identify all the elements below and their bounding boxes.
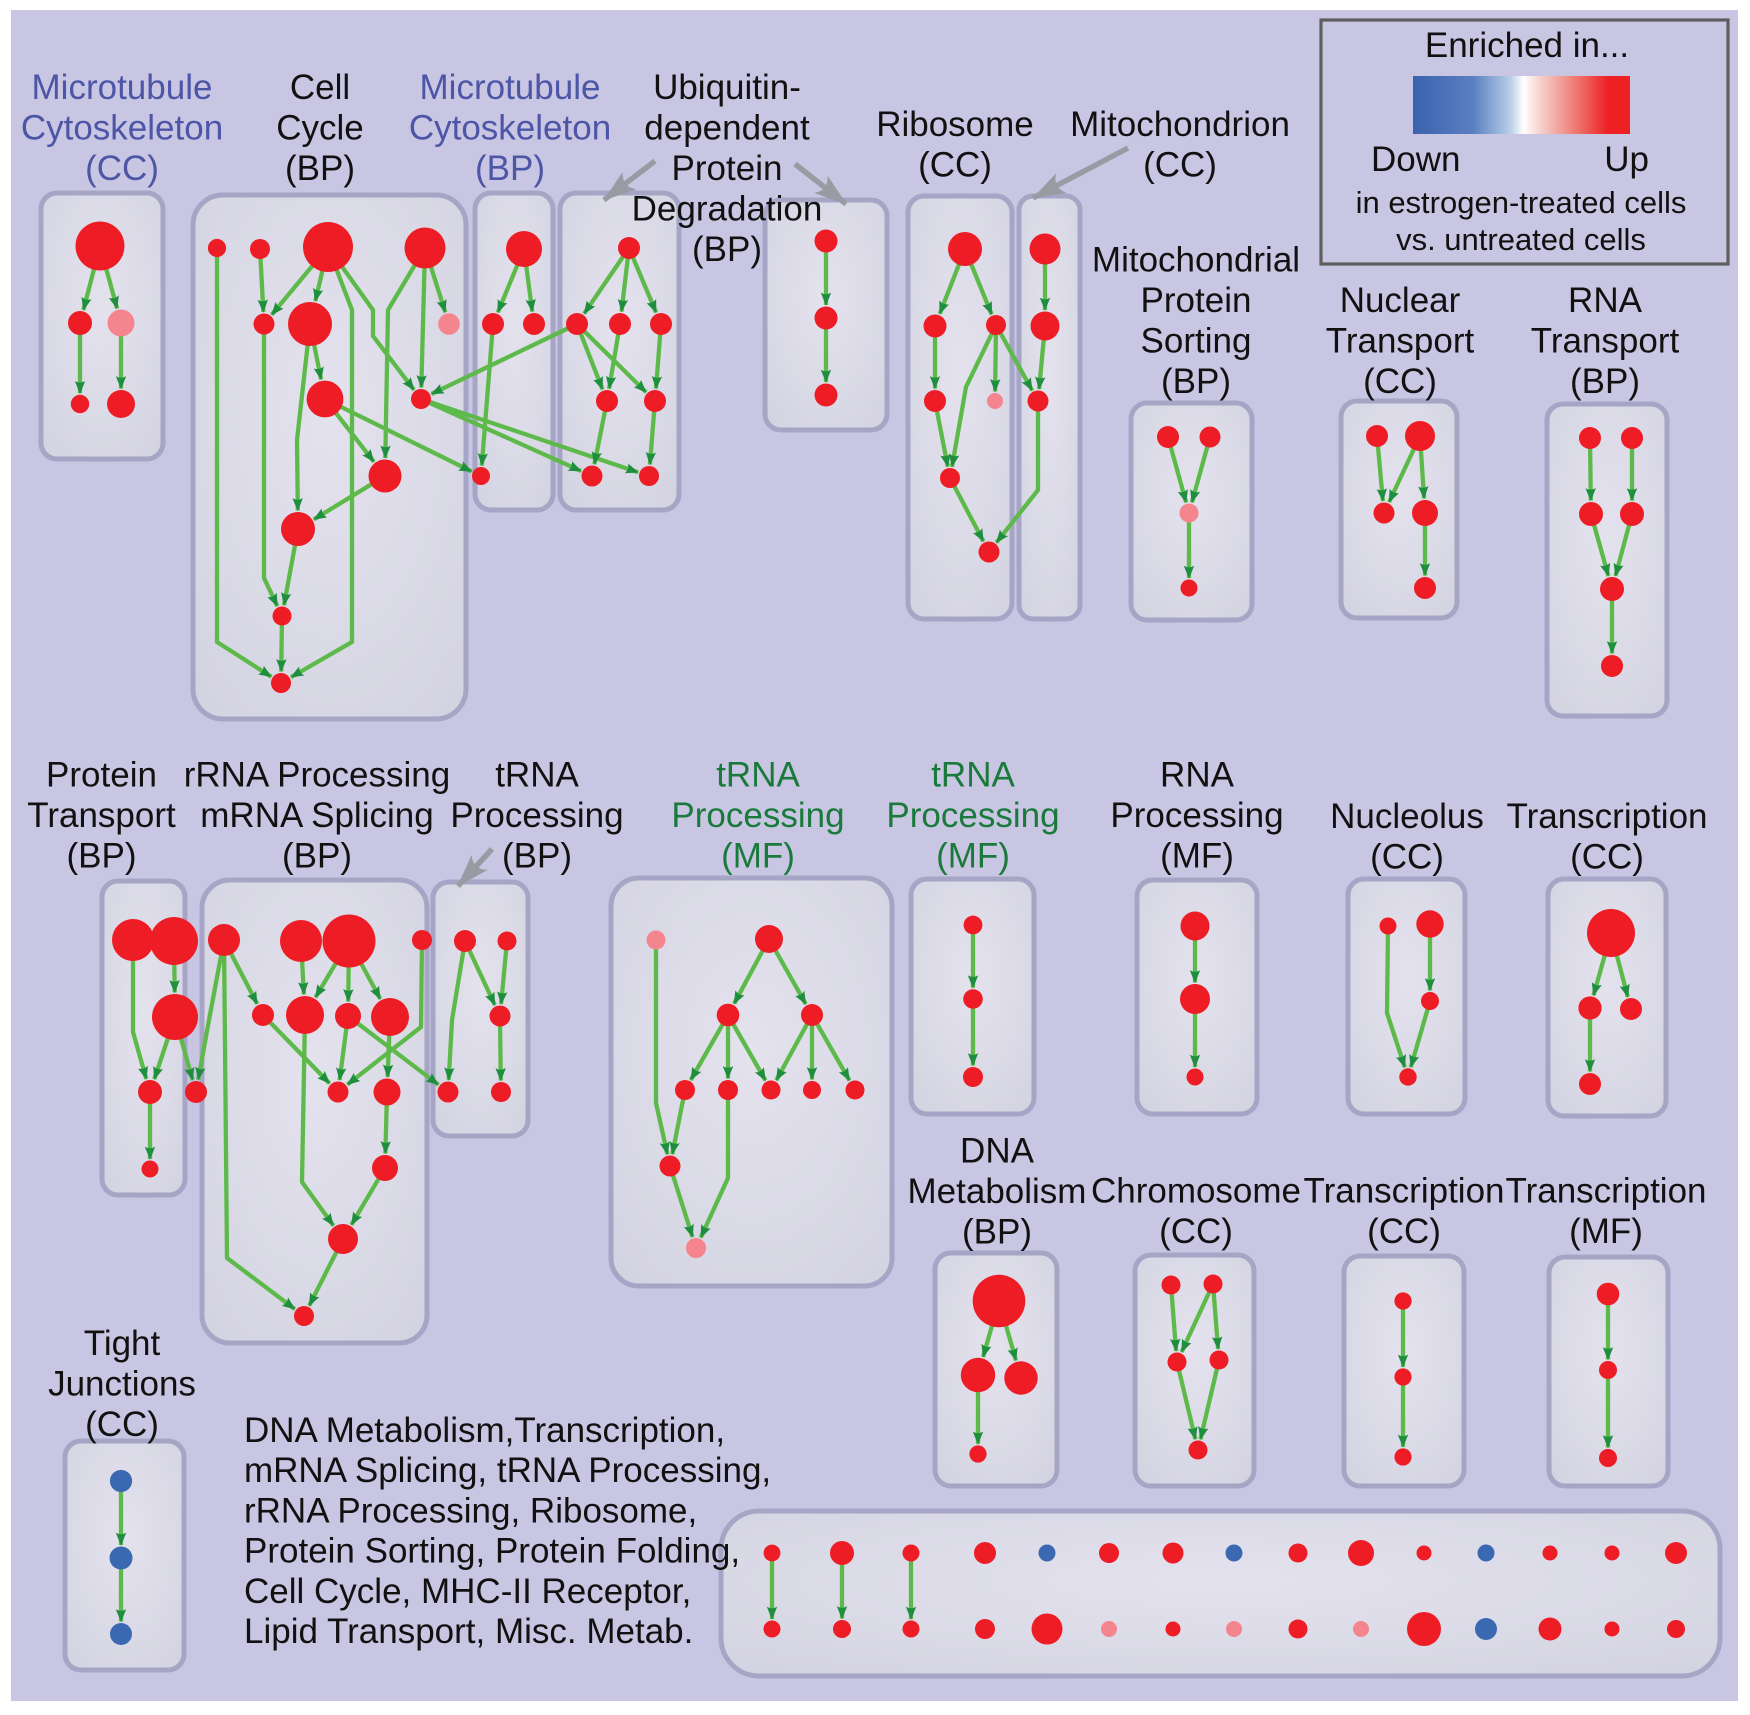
svg-text:Cytoskeleton: Cytoskeleton xyxy=(409,109,611,148)
svg-text:vs. untreated cells: vs. untreated cells xyxy=(1396,222,1646,257)
svg-text:(CC): (CC) xyxy=(1570,838,1644,877)
svg-text:(BP): (BP) xyxy=(692,230,762,269)
svg-text:Transport: Transport xyxy=(27,796,176,835)
svg-text:(MF): (MF) xyxy=(936,837,1010,876)
svg-text:Protein Sorting, Protein Foldi: Protein Sorting, Protein Folding, xyxy=(244,1532,740,1571)
svg-text:Junctions: Junctions xyxy=(48,1365,196,1404)
svg-text:Degradation: Degradation xyxy=(632,190,823,229)
svg-text:tRNA: tRNA xyxy=(495,756,579,795)
svg-text:(BP): (BP) xyxy=(1161,362,1231,401)
svg-text:Metabolism: Metabolism xyxy=(908,1172,1087,1211)
svg-text:Transport: Transport xyxy=(1326,322,1475,361)
svg-text:Transport: Transport xyxy=(1531,322,1680,361)
svg-text:(CC): (CC) xyxy=(1143,146,1217,185)
svg-text:RNA: RNA xyxy=(1568,281,1643,320)
svg-text:Enriched in...: Enriched in... xyxy=(1425,26,1629,65)
svg-text:DNA Metabolism,Transcription,: DNA Metabolism,Transcription, xyxy=(244,1411,725,1450)
svg-text:Protein: Protein xyxy=(672,149,783,188)
svg-text:(CC): (CC) xyxy=(1363,362,1437,401)
svg-text:DNA: DNA xyxy=(960,1132,1035,1171)
svg-text:Mitochondrion: Mitochondrion xyxy=(1070,105,1290,144)
svg-text:Down: Down xyxy=(1371,140,1460,179)
svg-text:Chromosome: Chromosome xyxy=(1091,1172,1301,1211)
svg-text:(CC): (CC) xyxy=(1159,1212,1233,1251)
svg-text:(MF): (MF) xyxy=(1160,837,1234,876)
svg-text:(BP): (BP) xyxy=(67,837,137,876)
svg-text:Ribosome: Ribosome xyxy=(876,105,1034,144)
svg-text:Ubiquitin-: Ubiquitin- xyxy=(653,68,801,107)
svg-text:Up: Up xyxy=(1604,140,1649,179)
svg-text:Processing: Processing xyxy=(671,796,844,835)
svg-text:tRNA: tRNA xyxy=(716,756,800,795)
svg-text:Processing: Processing xyxy=(1110,796,1283,835)
svg-text:tRNA: tRNA xyxy=(931,756,1015,795)
svg-text:(BP): (BP) xyxy=(475,149,545,188)
svg-text:in estrogen-treated cells: in estrogen-treated cells xyxy=(1356,185,1687,220)
svg-text:Microtubule: Microtubule xyxy=(32,68,213,107)
svg-text:mRNA Splicing: mRNA Splicing xyxy=(200,796,433,835)
svg-text:(MF): (MF) xyxy=(721,837,795,876)
svg-text:rRNA Processing: rRNA Processing xyxy=(184,756,450,795)
svg-text:Microtubule: Microtubule xyxy=(420,68,601,107)
svg-text:(BP): (BP) xyxy=(1570,362,1640,401)
svg-text:Sorting: Sorting xyxy=(1141,322,1252,361)
svg-text:(MF): (MF) xyxy=(1569,1212,1643,1251)
svg-text:Mitochondrial: Mitochondrial xyxy=(1092,241,1300,280)
svg-text:Cycle: Cycle xyxy=(276,109,364,148)
svg-text:Lipid Transport, Misc. Metab.: Lipid Transport, Misc. Metab. xyxy=(244,1612,693,1651)
svg-text:Protein: Protein xyxy=(46,756,157,795)
svg-text:(BP): (BP) xyxy=(502,837,572,876)
svg-text:Transcription: Transcription xyxy=(1506,1172,1707,1211)
svg-text:(CC): (CC) xyxy=(1370,838,1444,877)
svg-text:Cell: Cell xyxy=(290,68,350,107)
svg-text:Processing: Processing xyxy=(450,796,623,835)
svg-text:Nuclear: Nuclear xyxy=(1340,281,1461,320)
svg-text:(CC): (CC) xyxy=(85,1405,159,1444)
svg-text:(CC): (CC) xyxy=(918,146,992,185)
svg-text:(CC): (CC) xyxy=(85,149,159,188)
svg-text:mRNA Splicing, tRNA Processing: mRNA Splicing, tRNA Processing, xyxy=(244,1451,771,1490)
svg-text:dependent: dependent xyxy=(644,109,810,148)
svg-text:Transcription: Transcription xyxy=(1304,1172,1505,1211)
svg-text:Cytoskeleton: Cytoskeleton xyxy=(21,109,223,148)
svg-text:rRNA Processing, Ribosome,: rRNA Processing, Ribosome, xyxy=(244,1491,697,1530)
svg-text:Processing: Processing xyxy=(886,796,1059,835)
svg-text:(BP): (BP) xyxy=(285,149,355,188)
svg-text:(BP): (BP) xyxy=(282,837,352,876)
svg-text:Transcription: Transcription xyxy=(1507,797,1708,836)
svg-text:Tight: Tight xyxy=(84,1324,161,1363)
svg-text:Cell Cycle, MHC-II Receptor,: Cell Cycle, MHC-II Receptor, xyxy=(244,1572,691,1611)
svg-text:RNA: RNA xyxy=(1160,756,1235,795)
svg-text:Protein: Protein xyxy=(1141,281,1252,320)
svg-text:(BP): (BP) xyxy=(962,1213,1032,1252)
svg-text:(CC): (CC) xyxy=(1367,1212,1441,1251)
svg-text:Nucleolus: Nucleolus xyxy=(1330,797,1484,836)
